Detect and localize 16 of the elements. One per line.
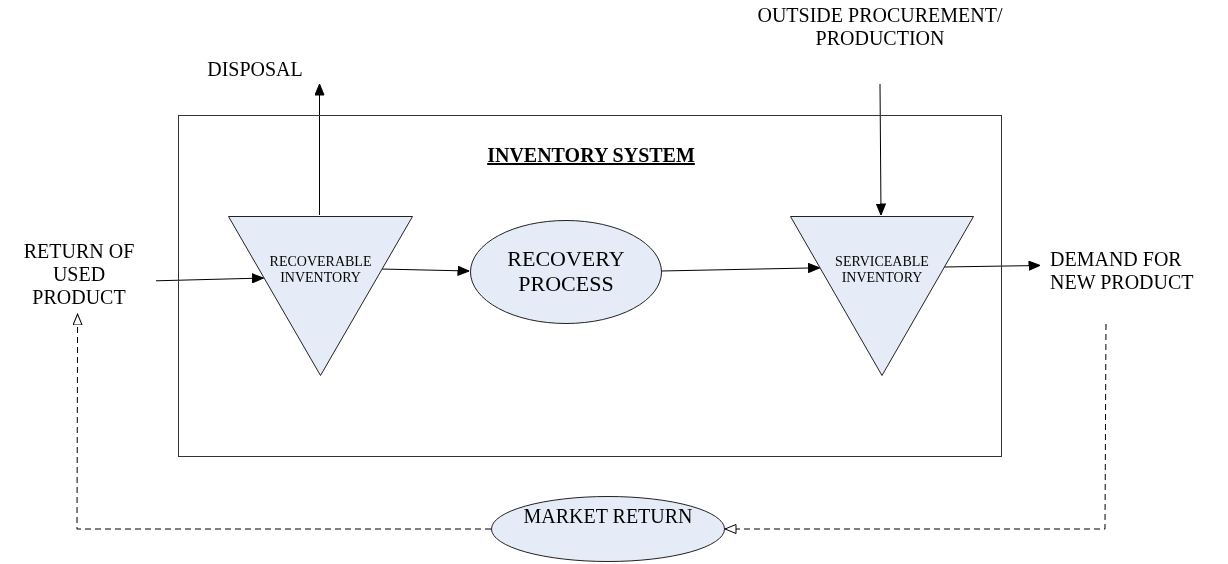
system-frame	[178, 115, 1002, 457]
flow-label: DISPOSAL	[206, 58, 304, 81]
arrow	[155, 273, 264, 284]
dashed-arrow	[72, 313, 492, 530]
node-label: SERVICEABLE INVENTORY	[834, 254, 930, 287]
flow-label: RETURN OF USED PRODUCT	[22, 240, 136, 309]
arrow	[660, 263, 821, 273]
node-label: RECOVERY PROCESS	[506, 246, 626, 297]
node-label: MARKET RETURN	[522, 505, 694, 528]
arrow	[875, 83, 886, 216]
flow-label: OUTSIDE PROCUREMENT/ PRODUCTION	[756, 4, 1004, 50]
arrow	[314, 83, 325, 216]
node-label: RECOVERABLE INVENTORY	[268, 254, 373, 287]
frame-heading: INVENTORY SYSTEM	[486, 144, 696, 167]
flow-label: DEMAND FOR NEW PRODUCT	[1050, 248, 1195, 294]
dashed-arrow	[724, 323, 1107, 534]
